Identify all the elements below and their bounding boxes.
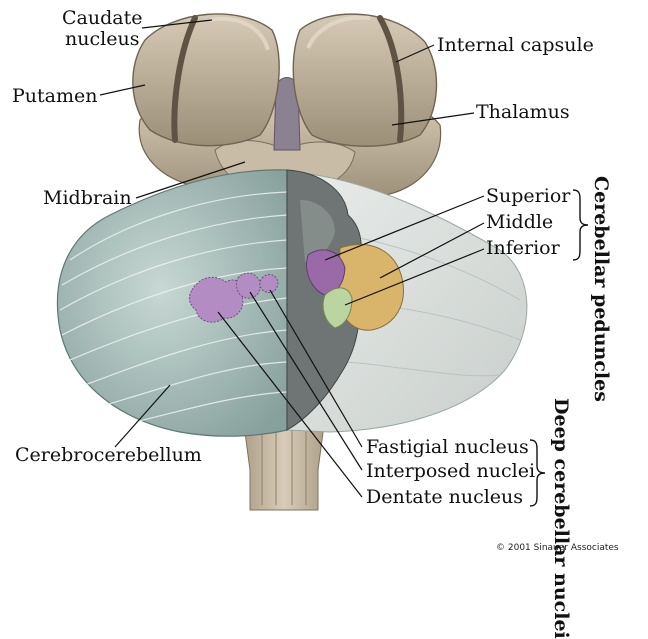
cerebellum-illustration [56,13,589,511]
leader-lines [99,19,485,498]
brainstem-ridges [261,395,307,505]
dentate-nucleus-label: Dentate nucleus [366,486,524,508]
fastigial-nucleus-label: Fastigial nucleus [366,436,529,458]
fastigial-nucleus-shape [259,274,279,293]
right-internal-capsule-stripe [377,15,405,143]
midbrain-label: Midbrain [43,187,132,209]
left-cerebellum-folia [59,191,287,423]
caudate-nucleus-label: Caudate nucleus [62,7,143,50]
left-caudate-highlight [209,16,270,51]
interposed-nuclei-label: Interposed nuclei [366,460,536,482]
inferior-peduncle-label: Inferior [486,237,560,259]
cut-section-light [300,200,335,262]
interposed-nuclei-shape [235,272,261,299]
middle-peduncle-label: Middle [486,211,554,233]
thalamus-label: Thalamus [476,101,570,123]
left-basal-ganglia [132,13,280,147]
dentate-nucleus-shape [188,276,244,323]
deep-cerebellar-nuclei-label: Deep cerebellar nuclei [550,398,572,639]
cerebrocerebellum-label: Cerebrocerebellum [15,444,202,466]
internal-capsule-label: Internal capsule [437,34,594,56]
superior-peduncle-label: Superior [486,185,571,207]
deep-nuclei-bracket [529,439,546,507]
inferior-peduncle [322,287,353,329]
putamen-label: Putamen [12,85,98,107]
cerebellar-peduncles-label: Cerebellar peduncles [590,176,612,402]
copyright-notice: © 2001 Sinauer Associates [496,543,619,553]
middle-peduncle [337,244,404,331]
left-internal-capsule-stripe [171,15,198,143]
deep-cerebellar-nuclei [188,272,279,323]
peduncles-bracket [572,189,589,261]
right-caudate-highlight [306,15,371,49]
